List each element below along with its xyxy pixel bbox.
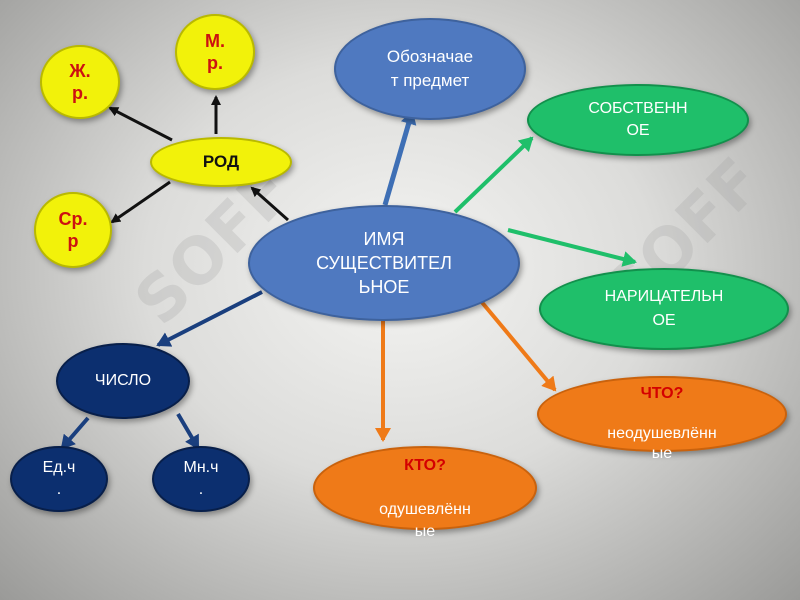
common-noun-label: НАРИЦАТЕЛЬН ОЕ [604,288,724,329]
plural-label: Мн.ч . [183,459,219,498]
arrow-to-meaning [382,110,417,206]
arrow-to-gender [250,186,289,222]
arrow-to-feminine [108,106,173,142]
animate-question: КТО? [404,457,446,474]
number-node: ЧИСЛО [56,343,190,419]
arrow-to-inanimate [478,298,557,392]
masculine-node: М. р. [175,14,255,90]
arrow-to-singular [60,416,90,450]
arrow-to-proper [453,136,534,214]
arrow-to-common [507,228,637,267]
singular-label: Ед.ч . [42,459,76,498]
singular-node: Ед.ч . [10,446,108,512]
center-node-noun: ИМЯ СУЩЕСТВИТЕЛ ЬНОЕ [248,205,520,321]
meaning-node: Обозначае т предмет [334,18,526,120]
inanimate-node: ЧТО? неодушевлённ ые [537,376,787,462]
arrow-to-neuter [110,180,171,224]
animate-label: одушевлённ ые [379,501,471,540]
gender-label: РОД [202,152,240,171]
feminine-node: Ж. р. [40,45,120,119]
number-label: ЧИСЛО [94,372,152,389]
neuter-label: Ср. р [58,209,88,251]
inanimate-label: неодушевлённ ые [607,425,717,462]
arrow-to-plural [176,412,200,450]
feminine-label: Ж. р. [69,61,91,103]
inanimate-question: ЧТО? [640,385,684,402]
gender-node: РОД [150,137,292,187]
common-noun-node: НАРИЦАТЕЛЬН ОЕ [539,268,789,350]
animate-node: КТО? одушевлённ ые [313,446,537,540]
meaning-node-label: Обозначае т предмет [386,47,474,90]
plural-node: Мн.ч . [152,446,250,512]
neuter-node: Ср. р [34,192,112,268]
arrow-to-number [156,290,263,347]
masculine-label: М. р. [205,31,225,73]
proper-noun-label: СОБСТВЕНН ОЕ [588,100,688,139]
center-node-label: ИМЯ СУЩЕСТВИТЕЛ ЬНОЕ [316,229,452,297]
proper-noun-node: СОБСТВЕНН ОЕ [527,84,749,156]
